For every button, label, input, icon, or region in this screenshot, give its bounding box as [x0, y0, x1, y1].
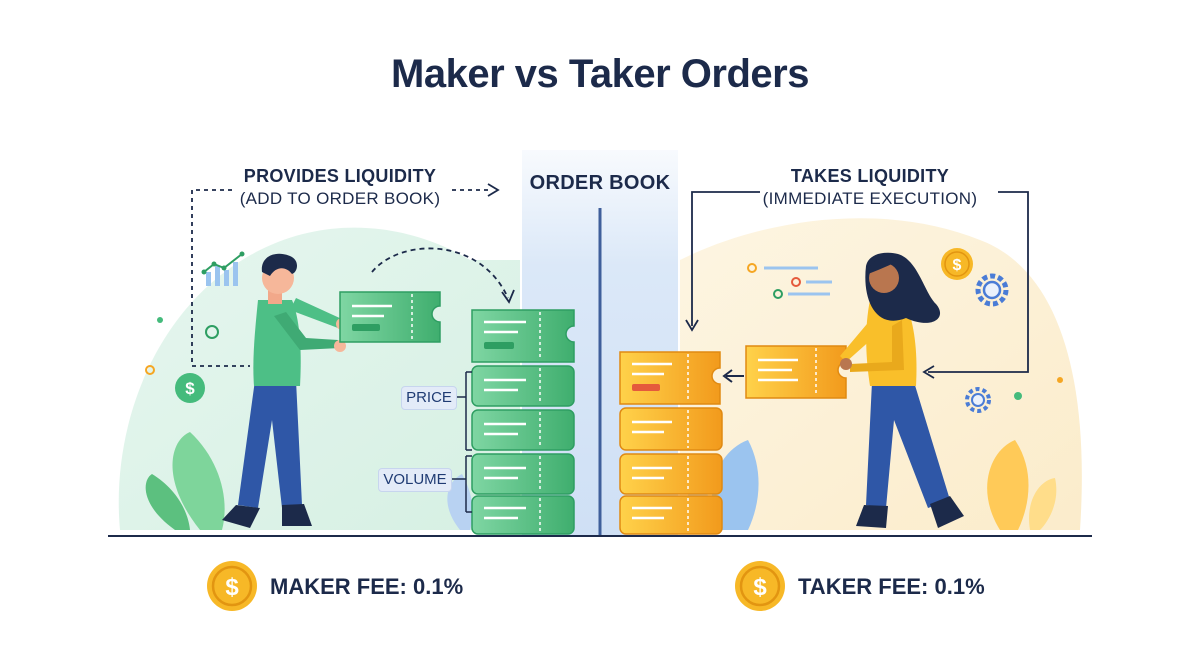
order-ticket-icon: [339, 291, 441, 343]
maker-fee-label: MAKER FEE: 0.1%: [270, 574, 464, 599]
order-book-heading: ORDER BOOK: [529, 172, 671, 194]
taker-return-arrowhead: [922, 365, 935, 379]
maker-heading: PROVIDES LIQUIDITY: [243, 166, 437, 186]
maker-subheading: (ADD TO ORDER BOOK): [239, 189, 441, 208]
line-chart-icon: [201, 251, 245, 286]
decor-dot: [1057, 377, 1063, 383]
decor-dot: [1014, 392, 1022, 400]
decor-dot: [145, 365, 155, 375]
decor-dot: [205, 325, 219, 339]
gear-icon: [975, 273, 1009, 307]
dollar-coin-icon: $: [207, 561, 257, 611]
taker-return-bracket: [928, 191, 1029, 373]
leaf-icon: [987, 440, 1057, 530]
svg-text:$: $: [753, 574, 767, 601]
taker-flow-arrowhead: [685, 319, 699, 332]
order-block: [471, 453, 575, 495]
taker-heading: TAKES LIQUIDITY: [790, 166, 950, 186]
dollar-coin-icon: $: [941, 248, 973, 280]
order-block: [619, 407, 723, 451]
price-bracket: [456, 371, 472, 451]
leaf-icon: [145, 432, 225, 530]
taker-take-arrowhead: [722, 369, 733, 383]
order-block: [471, 495, 575, 535]
maker-order-stack: [471, 309, 575, 535]
volume-bracket: [451, 455, 472, 513]
taker-subheading: (IMMEDIATE EXECUTION): [762, 189, 978, 208]
svg-text:$: $: [225, 574, 239, 601]
order-ticket-icon: [745, 345, 847, 399]
volume-label: VOLUME: [378, 468, 452, 492]
maker-drop-arrowhead: [501, 289, 515, 304]
taker-fee-label: TAKER FEE: 0.1%: [798, 574, 985, 599]
taker-person-illustration: [840, 252, 964, 528]
svg-text:$: $: [185, 379, 195, 398]
order-block: [619, 495, 723, 535]
maker-person-illustration: [222, 253, 348, 528]
order-block: [471, 365, 575, 407]
dollar-coin-icon: $: [175, 373, 205, 403]
taker-flow-bracket: [691, 191, 760, 326]
gear-icon: [965, 387, 991, 413]
taker-order-stack: [619, 351, 723, 535]
order-block: [471, 309, 575, 363]
svg-text:$: $: [953, 257, 962, 274]
dollar-coin-icon: $: [735, 561, 785, 611]
decor-dot: [157, 317, 163, 323]
maker-flow-bracket: [191, 189, 250, 367]
maker-drop-arrow: [371, 247, 509, 299]
maker-flow-arrowhead: [487, 183, 500, 197]
page-title: Maker vs Taker Orders: [391, 52, 809, 96]
order-block: [471, 409, 575, 451]
list-icon: [747, 263, 832, 299]
order-block: [619, 351, 721, 405]
price-label: PRICE: [401, 386, 457, 410]
order-block: [619, 453, 723, 495]
